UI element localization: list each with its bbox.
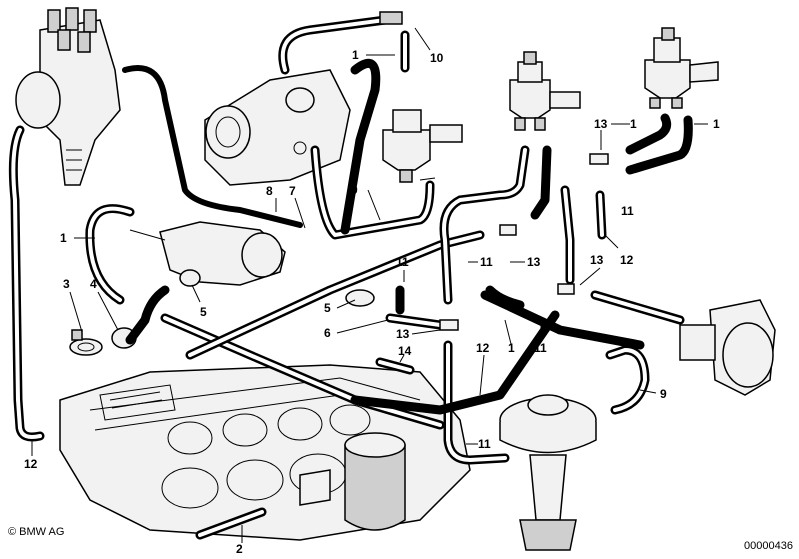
callout-5-center: 5 [324,301,331,315]
callout-1-right-b: 1 [713,117,720,131]
thermo-valve-2 [644,27,719,109]
callout-14: 14 [398,344,412,358]
throttle-housing [204,69,351,186]
callout-1-left: 1 [60,231,67,245]
charcoal-canister [299,432,406,531]
callout-13-center: 13 [527,255,541,269]
callout-11-right: 11 [621,204,634,218]
callout-1-center: 1 [508,341,515,355]
copyright-label: © BMW AG [8,526,65,538]
diaphragm-unit-right [679,299,776,396]
callout-9-top: 9 [351,183,358,197]
callout-6: 6 [324,326,331,340]
distributor [15,7,121,186]
callout-13-bottom: 13 [396,327,410,341]
callout-10: 10 [430,51,444,65]
vacuum-valve-center [382,109,463,183]
callouts: 1 10 1 1 13 9 8 7 1 11 11 13 13 12 3 4 1… [24,48,720,556]
callout-13-top: 13 [594,117,608,131]
callout-2: 2 [236,542,243,556]
hose-clamp-5a [179,269,201,287]
callout-13-right: 13 [590,253,604,267]
callout-1-top: 1 [352,48,359,62]
thermo-valve-1 [509,51,581,131]
egr-valve [499,394,597,551]
tee-connectors [379,11,609,331]
callout-9-bottom: 9 [660,387,667,401]
callout-1-right-a: 1 [630,117,637,131]
callout-12-center: 12 [476,341,490,355]
callout-7: 7 [289,184,296,198]
callout-3: 3 [63,277,70,291]
callout-8: 8 [266,184,273,198]
callout-11-mid: 11 [396,255,409,269]
callout-12-left: 12 [24,457,38,471]
callout-11-lower: 11 [534,341,547,355]
hose-clamp-3 [69,329,103,356]
leader-lines [31,27,708,543]
callout-11-center: 11 [480,255,493,269]
callout-5-left: 5 [200,305,207,319]
hose-clamp-5b [345,289,375,307]
callout-11-bottom: 11 [478,437,491,451]
callout-12-right: 12 [620,253,634,267]
vacuum-hoses [8,15,693,540]
callout-4: 4 [90,277,97,291]
vacuum-unit [129,221,286,286]
document-number: 00000436 [744,540,793,552]
